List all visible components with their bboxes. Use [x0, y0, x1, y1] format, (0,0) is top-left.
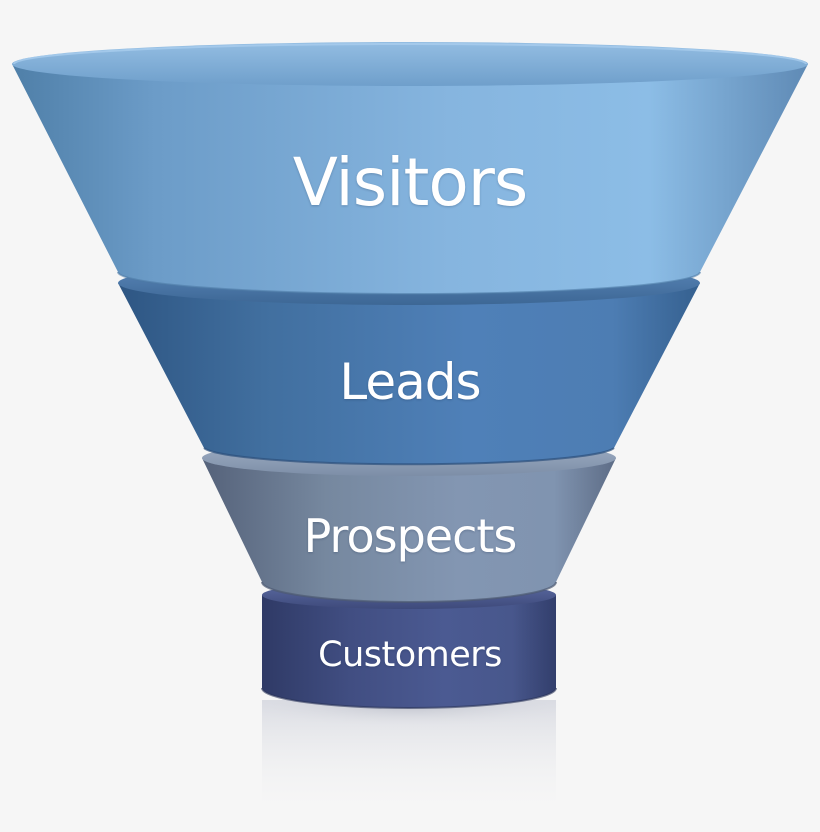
funnel-tier-visitors [12, 42, 808, 295]
stage-label-prospects: Prospects [303, 509, 518, 563]
stage-label-leads: Leads [339, 353, 481, 411]
stage-label-customers: Customers [318, 635, 502, 675]
stage-label-visitors: Visitors [292, 144, 529, 221]
